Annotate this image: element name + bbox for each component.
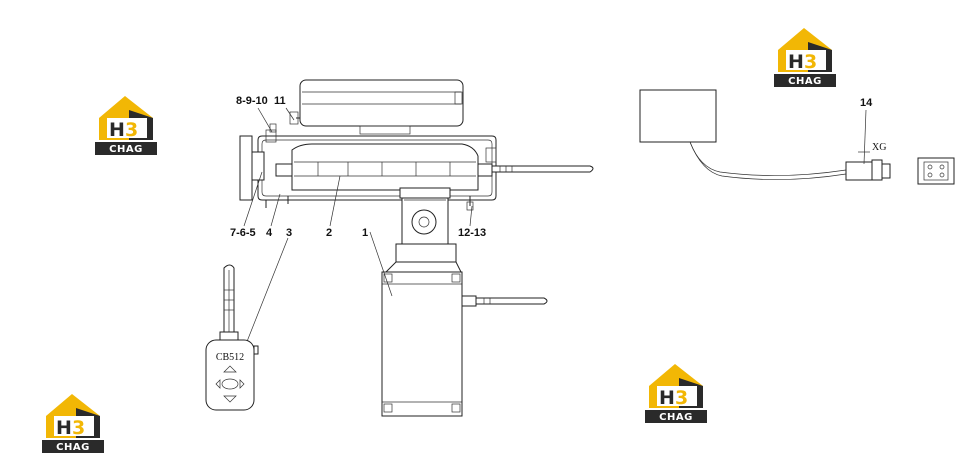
leader-lines [243, 107, 473, 345]
mounting-frame [239, 123, 497, 211]
callout-8-9-10: 8-9-10 [236, 95, 268, 107]
remote-model-label: CB512 [216, 352, 244, 363]
logo-wordmark: CHAG [56, 442, 90, 453]
callout-14: 14 [860, 97, 873, 109]
logo-wordmark: CHAG [788, 76, 822, 87]
callout-4: 4 [266, 227, 273, 239]
logo-top-right: CHAG [774, 28, 836, 87]
logo-bottom-left: CHAG [42, 394, 104, 453]
camera-housing [275, 143, 594, 191]
logo-bottom-right: CHAG [645, 364, 707, 423]
logo-wordmark: CHAG [109, 144, 143, 155]
logo-wordmark: CHAG [659, 412, 693, 423]
arrow-down-icon [223, 395, 237, 403]
arrow-up-icon [223, 365, 237, 373]
connector-label: XG [872, 142, 886, 153]
callout-labels: 8-9-10 11 7-6-5 4 3 2 1 12-13 14 XG [230, 95, 886, 239]
logo-top-left: CHAG [95, 96, 157, 155]
callout-12-13: 12-13 [458, 227, 486, 239]
callout-11: 11 [274, 95, 286, 107]
receiver-detail [639, 89, 955, 185]
callout-3: 3 [286, 227, 292, 239]
camera-assembly [239, 79, 594, 417]
arrow-left-icon [215, 379, 221, 389]
mount-yoke [383, 187, 463, 275]
center-button-icon [221, 378, 239, 390]
callout-7-6-5: 7-6-5 [230, 227, 256, 239]
top-control-box [289, 79, 464, 135]
callout-2: 2 [326, 227, 332, 239]
arrow-right-icon [239, 379, 245, 389]
motor-unit [381, 271, 548, 417]
remote-control: CB512 [205, 264, 259, 411]
callout-1: 1 [362, 227, 368, 239]
